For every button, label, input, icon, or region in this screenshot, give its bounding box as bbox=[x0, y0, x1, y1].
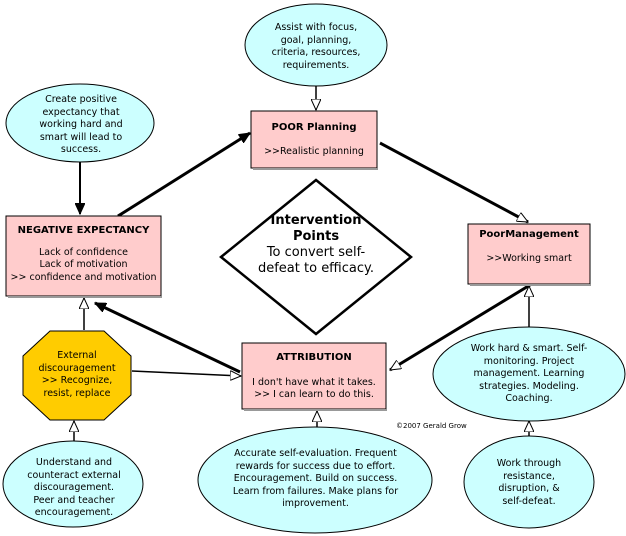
assist-text: Assist with focus, goal, planning, crite… bbox=[271, 22, 361, 71]
accurate-text: Accurate self-evaluation. Frequent rewar… bbox=[232, 448, 399, 509]
negative-expectancy-box bbox=[5, 215, 162, 297]
work-through-ellipse bbox=[463, 435, 595, 529]
work-hard-text: Work hard & smart. Self-monitoring. Proj… bbox=[470, 343, 588, 404]
understand-text: Understand and counteract external disco… bbox=[27, 457, 121, 518]
arrow-expectancy-to-planning bbox=[117, 131, 250, 218]
attribution-line-1: I don't have what it takes. bbox=[252, 376, 376, 388]
octagon-line-1: External discouragement bbox=[38, 350, 116, 374]
poor-management-line-1: >>Working smart bbox=[486, 252, 572, 264]
arrow-planning-to-management bbox=[379, 141, 528, 224]
attribution-line-2: >> I can learn to do this. bbox=[254, 389, 374, 400]
poor-management-label: PoorManagement >>Working smart bbox=[468, 229, 590, 265]
poor-planning-label: POOR Planning >>Realistic planning bbox=[251, 122, 377, 158]
accurate-ellipse bbox=[197, 426, 433, 534]
octagon-label: External discouragement >> Recognize, re… bbox=[27, 350, 127, 400]
center-diamond bbox=[219, 178, 413, 336]
credit-text: ©2007 Gerald Grow bbox=[396, 422, 467, 430]
arrow-management-to-attribution bbox=[390, 283, 531, 372]
poor-management-box bbox=[467, 223, 591, 285]
negative-expectancy-label: NEGATIVE EXPECTANCY Lack of confidence L… bbox=[6, 225, 161, 284]
poor-planning-title: POOR Planning bbox=[271, 122, 357, 133]
octagon-line-2: >> Recognize, resist, replace bbox=[41, 375, 113, 399]
negative-expectancy-line-3: >> confidence and motivation bbox=[10, 271, 157, 283]
work-through-text: Work through resistance, disruption, & s… bbox=[496, 458, 562, 507]
work-hard-ellipse bbox=[432, 326, 626, 422]
center-text: To convert self-defeat to efficacy. bbox=[257, 245, 374, 276]
attribution-box bbox=[241, 342, 387, 410]
center-title: Intervention Points bbox=[270, 213, 362, 244]
understand-ellipse bbox=[2, 440, 144, 528]
negative-expectancy-line-1: Lack of confidence bbox=[38, 246, 129, 258]
external-discouragement-octagon bbox=[22, 330, 132, 421]
poor-management-title: PoorManagement bbox=[479, 229, 579, 240]
positive-expectancy-ellipse bbox=[5, 83, 155, 163]
poor-planning-line-1: >>Realistic planning bbox=[264, 145, 364, 157]
arrow-attribution-to-expectancy bbox=[95, 301, 241, 374]
assist-ellipse bbox=[244, 3, 388, 87]
center-label: Intervention Points To convert self-defe… bbox=[251, 213, 381, 277]
negative-expectancy-line-2: Lack of motivation bbox=[39, 259, 128, 270]
arrow-octagon-to-attribution bbox=[131, 370, 241, 376]
negative-expectancy-title: NEGATIVE EXPECTANCY bbox=[17, 225, 150, 236]
poor-planning-box bbox=[250, 110, 378, 169]
attribution-label: ATTRIBUTION I don't have what it takes. … bbox=[242, 352, 386, 402]
attribution-title: ATTRIBUTION bbox=[276, 352, 352, 363]
positive-expectancy-text: Create positive expectancy that working … bbox=[39, 94, 123, 155]
